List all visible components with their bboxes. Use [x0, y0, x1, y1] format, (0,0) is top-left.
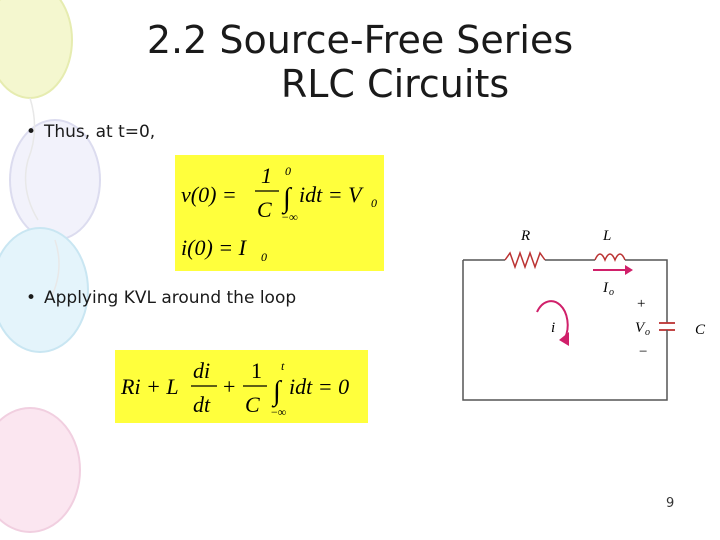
eq1-frac-num: 1: [261, 163, 272, 188]
label-Io-sub: o: [609, 287, 614, 298]
bullet-dot: •: [26, 122, 37, 142]
title-line-2: RLC Circuits: [280, 62, 510, 106]
kvl-rhs: idt = 0: [289, 374, 349, 399]
kvl-frac1-num: di: [193, 358, 210, 383]
label-L: L: [602, 228, 611, 244]
title-line-1: 2.2 Source-Free Series: [146, 18, 574, 62]
kvl-int-lower: −∞: [271, 405, 286, 419]
bullet-initial-conditions: • Thus, at t=0,: [26, 122, 155, 142]
current-arrow-icon: [625, 265, 633, 275]
bullet-dot: •: [26, 288, 37, 308]
slide-title: 2.2 Source-Free Series RLC Circuits: [0, 18, 720, 106]
kvl-equation-svg: Ri + L di dt + 1 C t ∫ −∞ idt = 0: [120, 358, 349, 419]
label-i: i: [551, 320, 555, 336]
eq1-int-upper: 0: [285, 164, 291, 178]
eq2: i(0) = I: [181, 235, 248, 260]
eq1-frac-den: C: [257, 197, 272, 222]
eq1-lhs: v(0) =: [181, 182, 237, 207]
bullet-kvl: • Applying KVL around the loop: [26, 288, 296, 308]
page-number: 9: [666, 496, 675, 511]
kvl-int-upper: t: [281, 359, 285, 373]
label-Io: I: [602, 280, 609, 296]
kvl-frac2-den: C: [245, 392, 260, 417]
eq1-int-lower: −∞: [281, 210, 298, 224]
label-C: C: [695, 322, 706, 338]
kvl-frac1-den: dt: [193, 392, 211, 417]
initial-conditions-equation: v(0) = 1 C 0 ∫ −∞ idt = V 0 i(0) = I 0: [175, 155, 384, 271]
eq2-sub: 0: [261, 250, 267, 264]
eq1-rhs: idt = V: [299, 182, 364, 207]
kvl-lhs: Ri + L: [120, 374, 179, 399]
resistor-symbol: [504, 250, 546, 270]
balloon-decoration: [0, 0, 101, 533]
rlc-circuit-diagram: R L I o + V o − C i: [462, 228, 706, 401]
eq1-rhs-sub: 0: [371, 196, 377, 210]
kvl-equation: Ri + L di dt + 1 C t ∫ −∞ idt = 0: [115, 350, 368, 423]
label-minus: −: [639, 344, 647, 360]
bullet-text: Thus, at t=0,: [44, 122, 156, 142]
integral-sign: ∫: [281, 183, 293, 215]
label-plus: +: [637, 296, 645, 312]
bullet-text: Applying KVL around the loop: [44, 288, 297, 308]
inductor-symbol: [594, 253, 626, 262]
integral-sign: ∫: [271, 376, 283, 408]
kvl-frac2-num: 1: [251, 358, 262, 383]
label-Vo-sub: o: [645, 327, 650, 338]
loop-current-arrow-icon: [536, 300, 569, 339]
kvl-plus: +: [223, 374, 235, 399]
label-R: R: [520, 228, 530, 244]
label-Vo: V: [635, 320, 646, 336]
initial-conditions-svg: v(0) = 1 C 0 ∫ −∞ idt = V 0 i(0) = I 0: [181, 163, 377, 264]
